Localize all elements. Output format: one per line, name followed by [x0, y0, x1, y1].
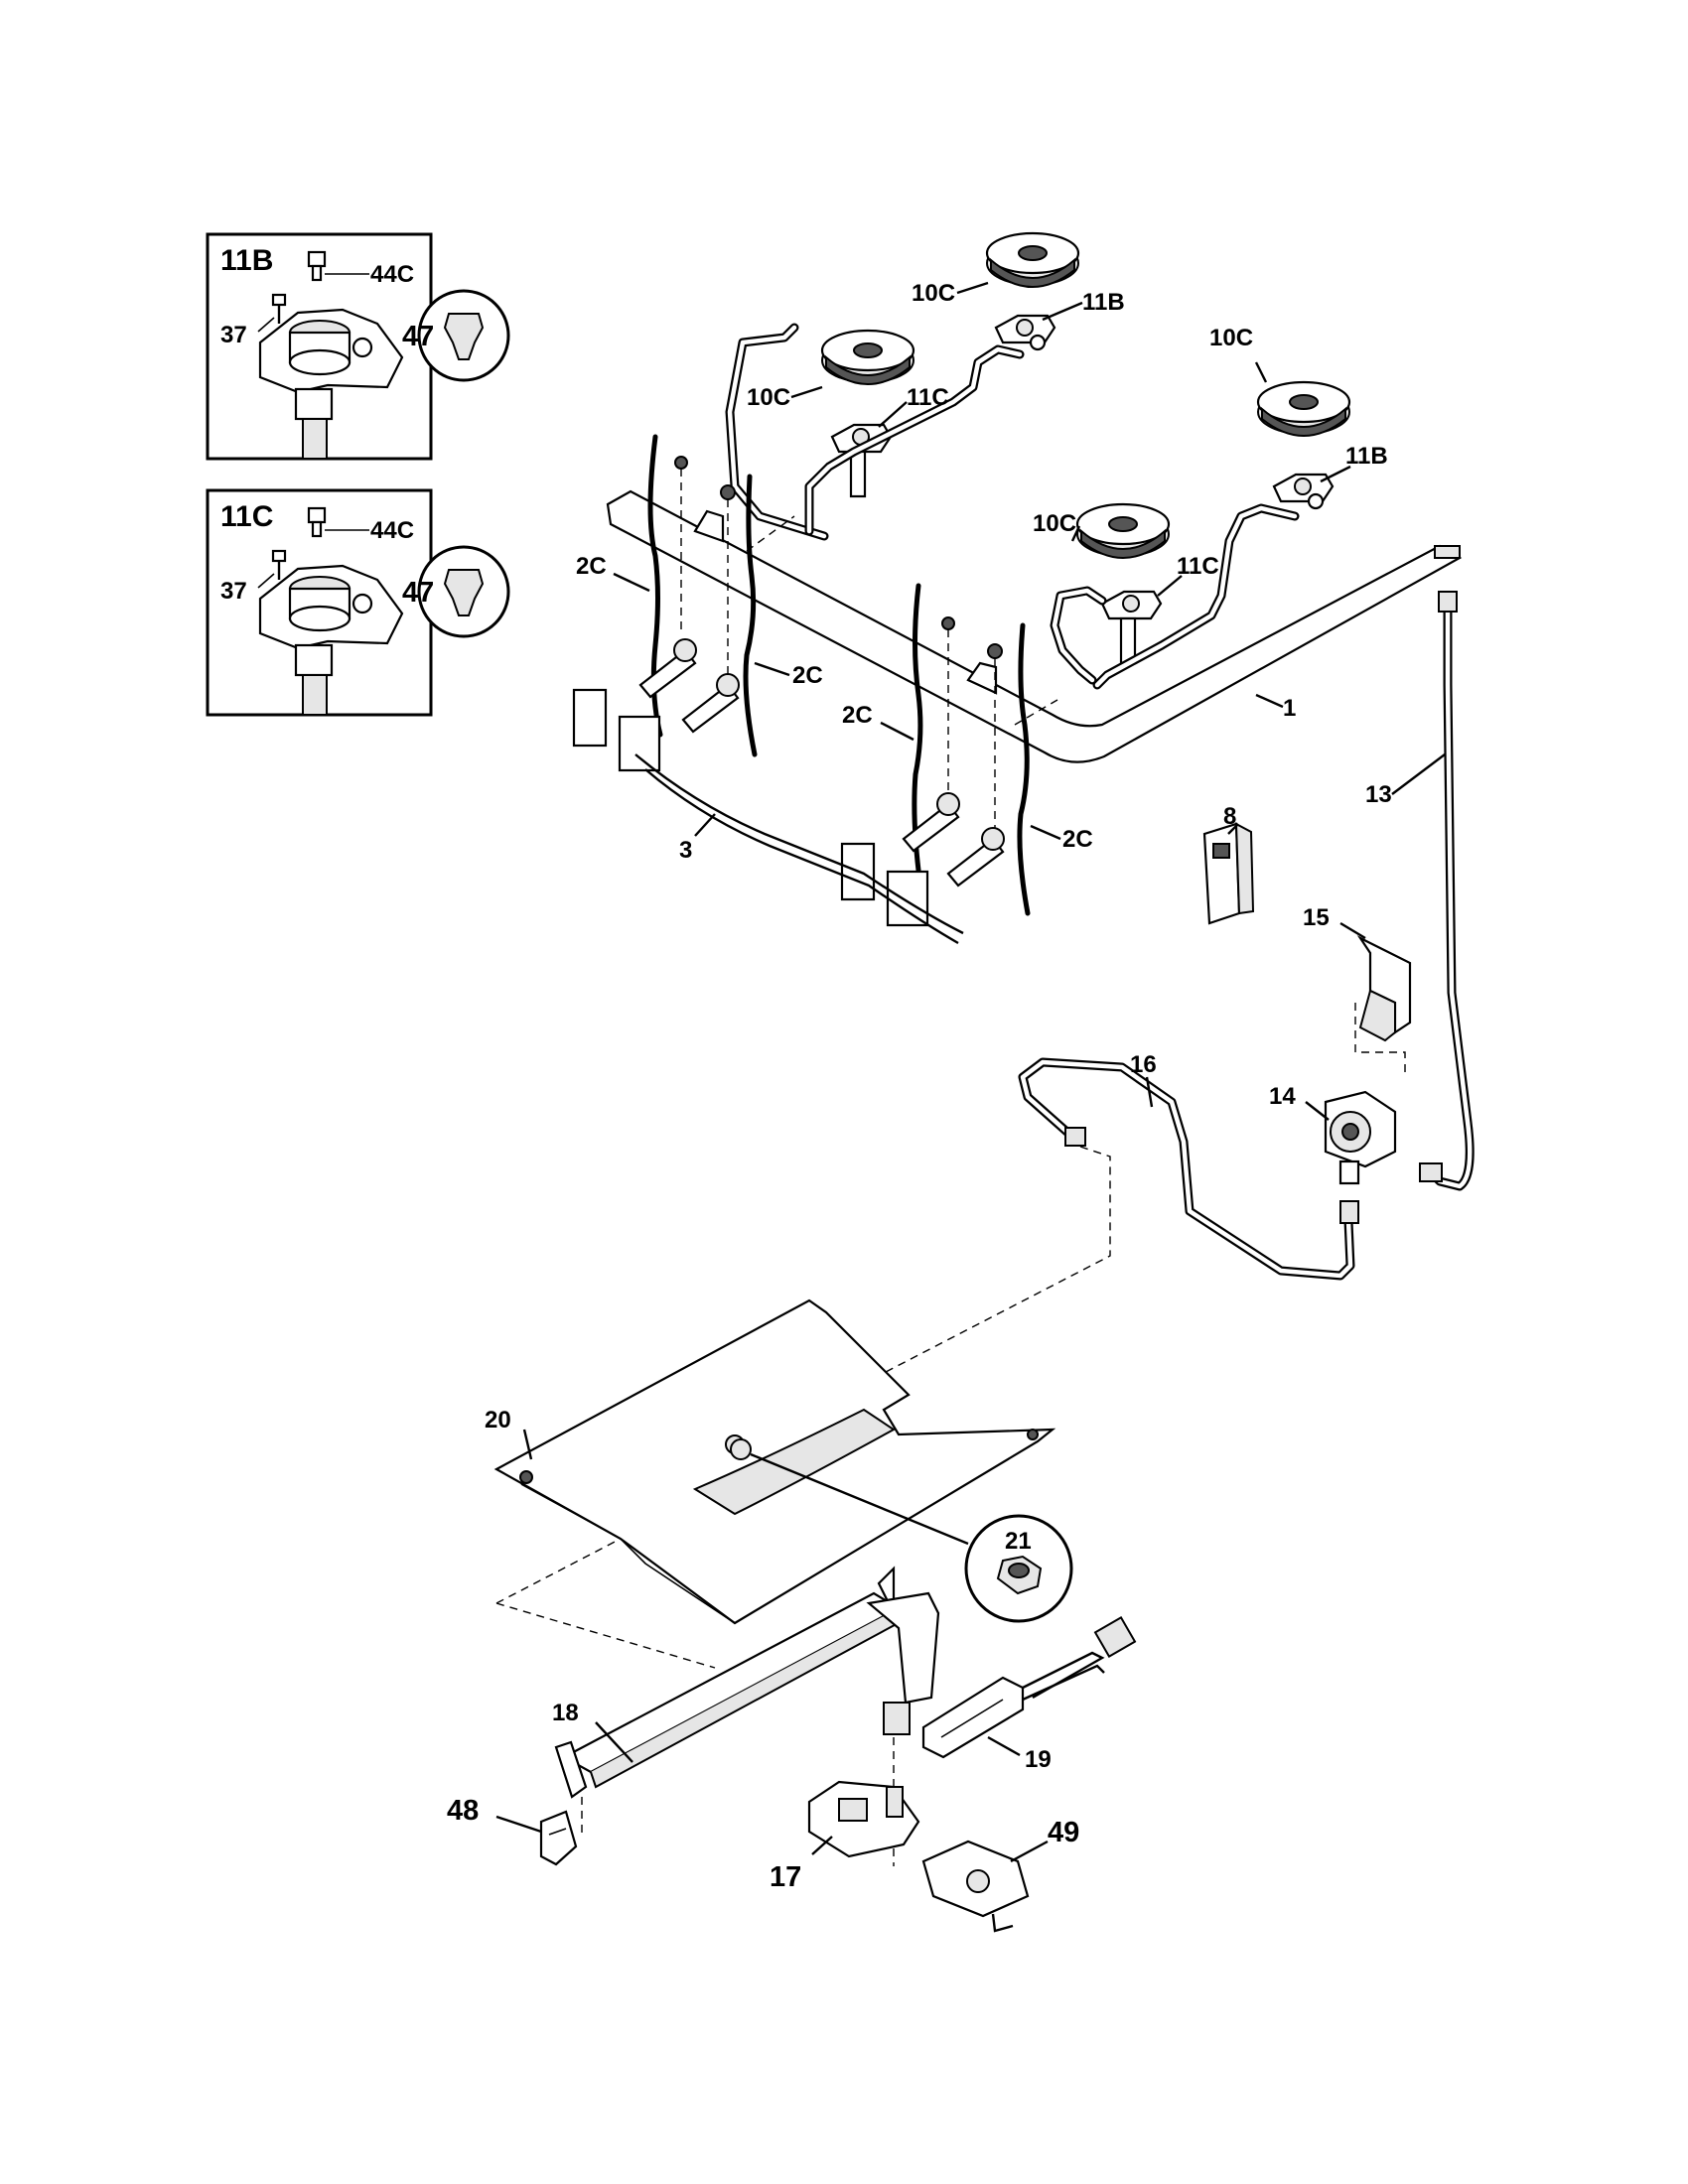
- detail-box-title: 11B: [220, 244, 273, 277]
- burner-cap: [1075, 502, 1171, 559]
- regulator-tube: [774, 1057, 1359, 1431]
- valve-bracket-harness: [572, 688, 964, 945]
- manifold-pipe: [606, 489, 1463, 763]
- burner-cap: [820, 329, 915, 385]
- detail-label-47: 47: [402, 321, 434, 352]
- spark-module: [1202, 822, 1255, 925]
- safety-valve: [807, 1780, 920, 1858]
- callout-1: 1: [1283, 695, 1296, 722]
- heat-shield: [493, 1298, 1056, 1669]
- callout-2c: 2C: [576, 553, 607, 580]
- callout-10c: 10C: [1033, 510, 1076, 537]
- burner-cap: [1256, 380, 1351, 437]
- callout-18: 18: [552, 1700, 579, 1726]
- callout-21: 21: [1005, 1528, 1032, 1555]
- detail-box-title: 11C: [220, 500, 273, 533]
- nut-detail: [730, 1438, 1073, 1623]
- callout-2c: 2C: [1062, 826, 1093, 853]
- callout-48: 48: [447, 1795, 479, 1827]
- callout-19: 19: [1025, 1746, 1052, 1773]
- callout-17: 17: [770, 1861, 801, 1893]
- gas-tubes: [725, 323, 1300, 690]
- callout-14: 14: [1269, 1083, 1296, 1110]
- callout-11b: 11B: [1345, 443, 1388, 470]
- detail-label-44c: 44C: [370, 261, 414, 288]
- valves-and-wires: [638, 434, 1031, 916]
- callout-3: 3: [679, 837, 692, 864]
- guide-lines: [746, 515, 1058, 726]
- callout-2c: 2C: [792, 662, 823, 689]
- detail-label-47: 47: [402, 577, 434, 609]
- oven-burner: [554, 1566, 940, 1866]
- callout-11c: 11C: [907, 384, 949, 411]
- pressure-regulator: [1324, 1090, 1397, 1185]
- callout-11c: 11C: [1177, 553, 1219, 580]
- callout-49: 49: [1048, 1817, 1079, 1848]
- gas-line: [1419, 591, 1475, 1191]
- mounting-clip: [539, 1810, 578, 1866]
- callout-15: 15: [1303, 904, 1330, 931]
- detail-label-44c: 44C: [370, 517, 414, 544]
- callout-10c: 10C: [747, 384, 790, 411]
- valve-bracket: [921, 1840, 1030, 1933]
- callout-11b: 11B: [1082, 289, 1125, 316]
- callout-10c: 10C: [1209, 325, 1253, 351]
- callout-16: 16: [1130, 1051, 1157, 1078]
- detail-box-11b: 11B 44C 37 47: [206, 232, 510, 461]
- oven-igniter: [921, 1616, 1137, 1759]
- regulator-bracket: [1354, 935, 1412, 1077]
- detail-label-37: 37: [220, 578, 247, 605]
- detail-box-11c: 11C 44C 37 47: [206, 488, 510, 717]
- callout-20: 20: [485, 1407, 511, 1433]
- callout-10c: 10C: [912, 280, 955, 307]
- callout-8: 8: [1223, 803, 1236, 830]
- detail-label-37: 37: [220, 322, 247, 348]
- callout-2c: 2C: [842, 702, 873, 729]
- burner-cap: [985, 231, 1080, 288]
- callout-leaders: [495, 281, 1446, 1863]
- callout-13: 13: [1365, 781, 1392, 808]
- burner-caps: [820, 231, 1351, 559]
- callout-labels: 10C 11B 10C 11C 10C 11B 10C 11C 2C 2C 2C…: [447, 280, 1392, 1893]
